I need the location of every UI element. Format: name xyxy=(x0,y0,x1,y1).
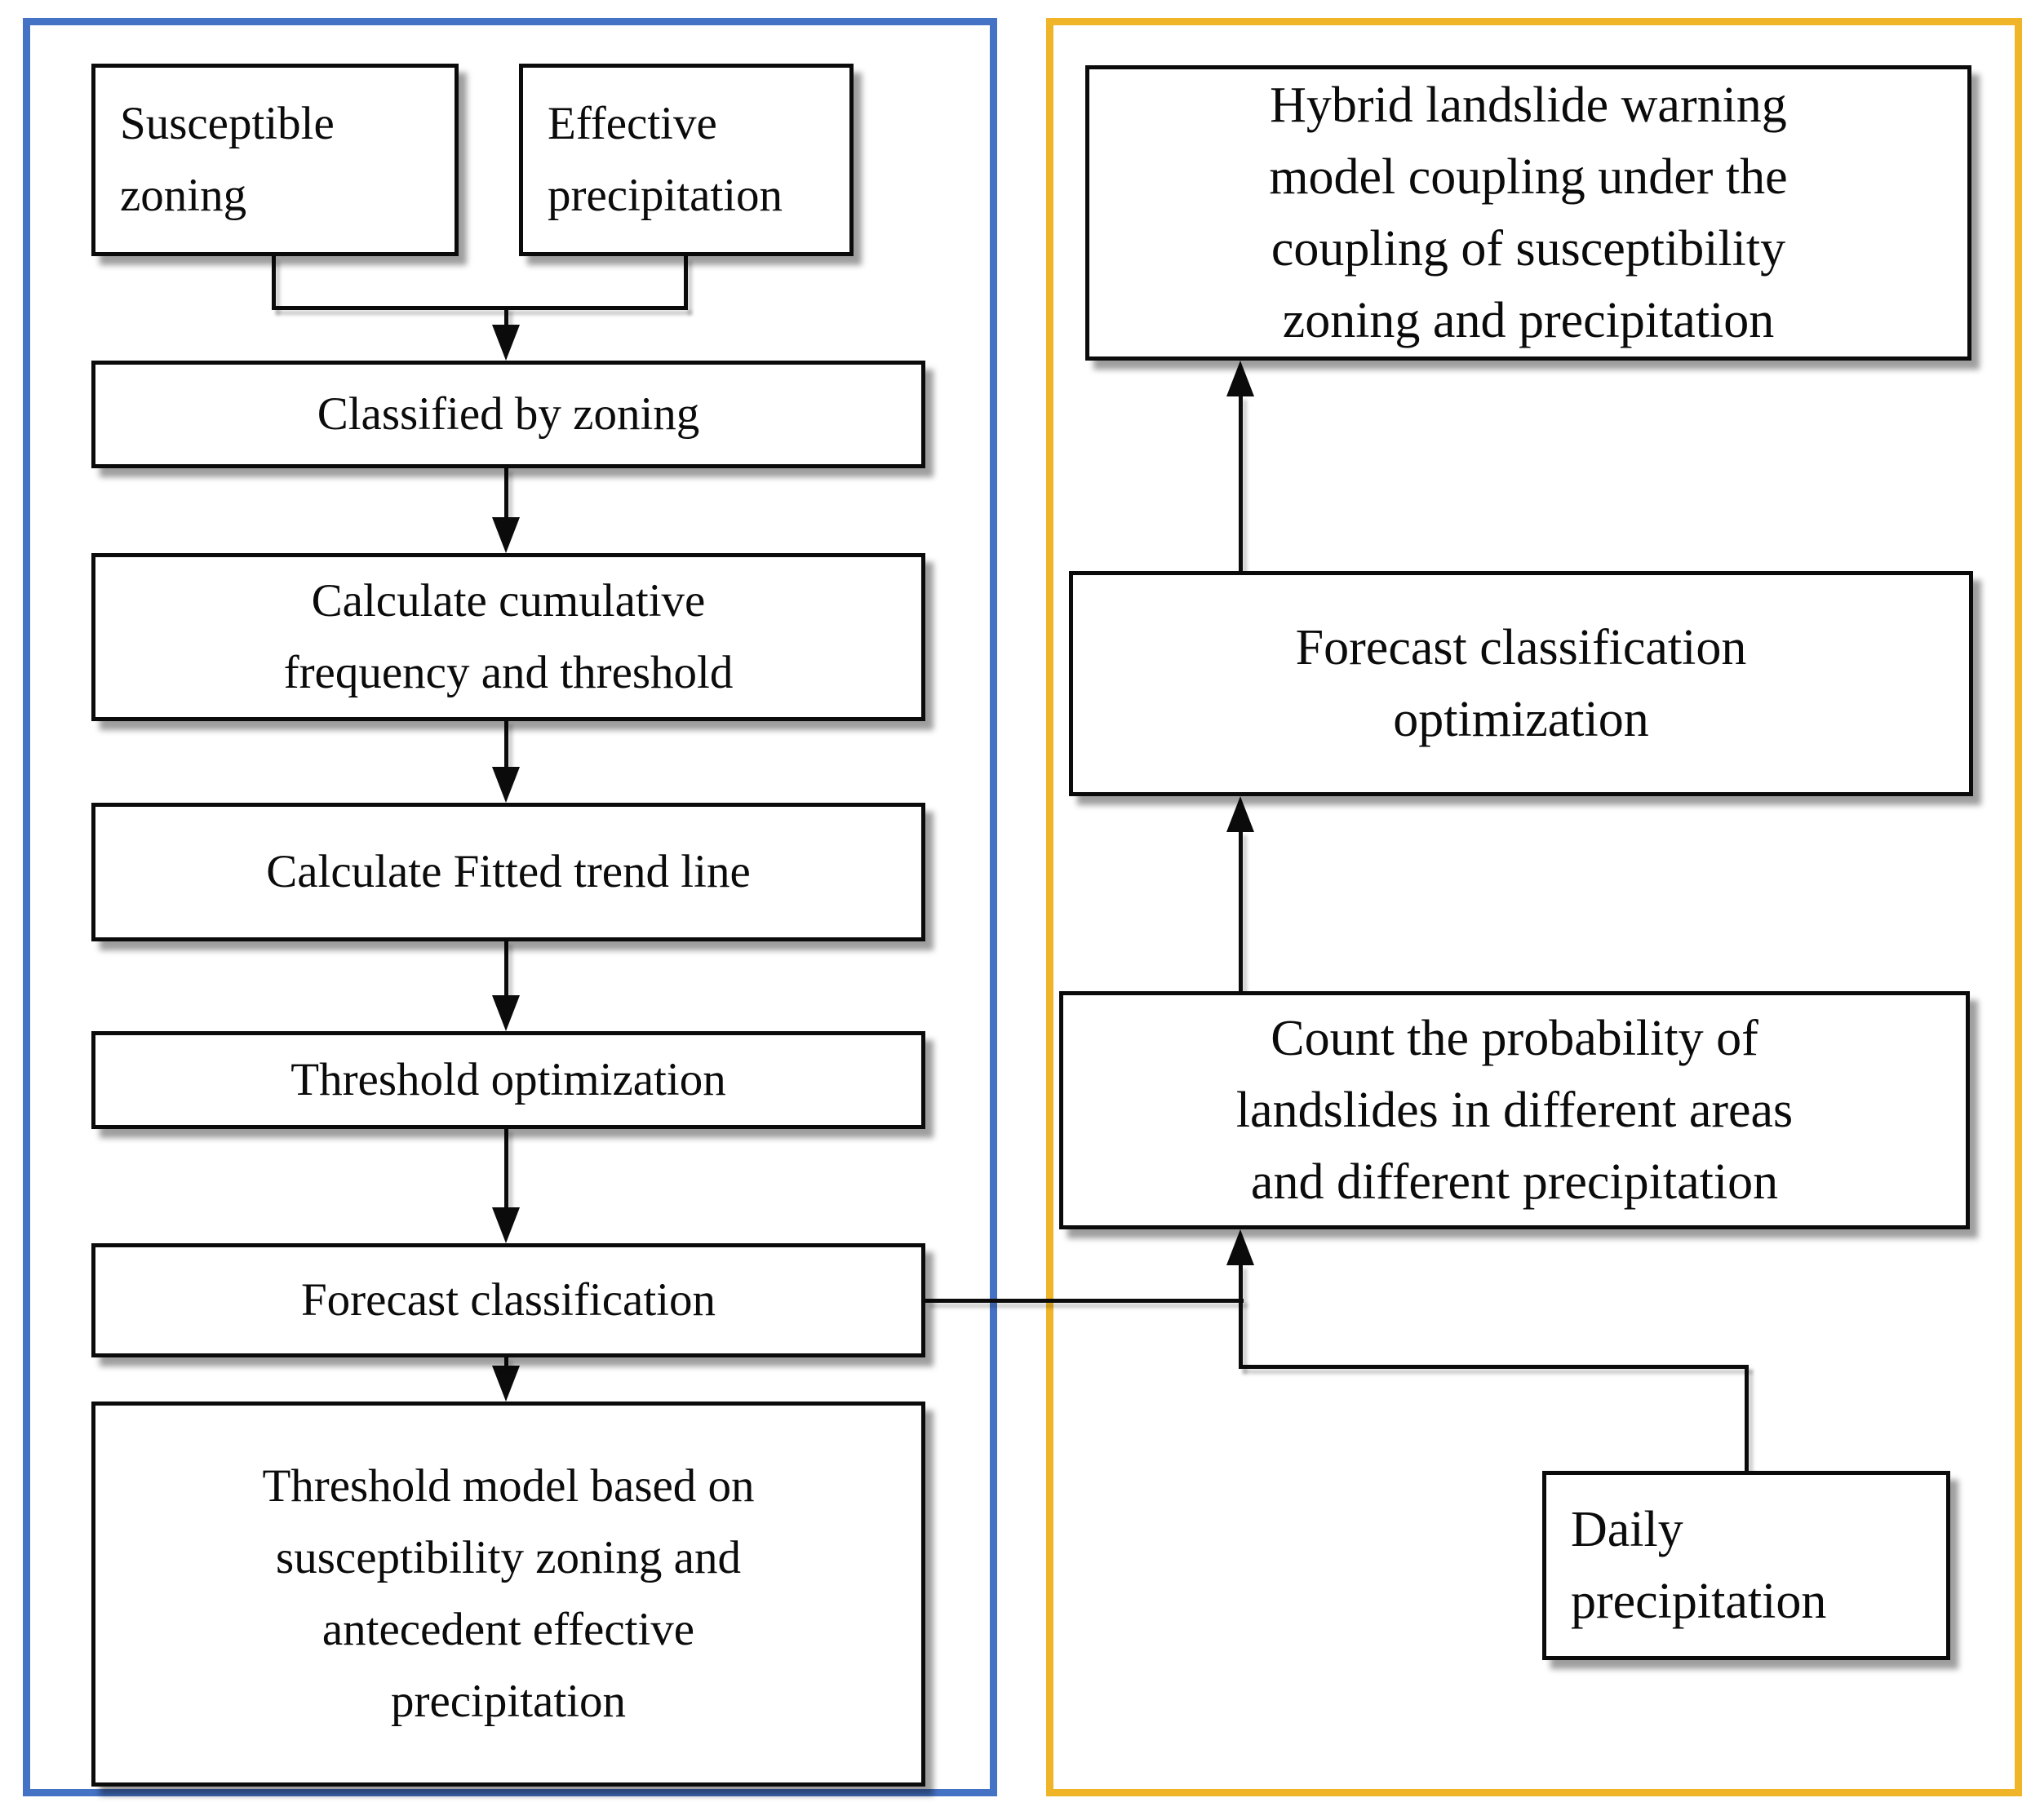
connector-optimization-to-forecast xyxy=(504,1127,508,1209)
connector-forecast-optimization-to-hybrid xyxy=(1239,395,1243,571)
connector-cumulative-to-fitted xyxy=(504,720,508,768)
connector-merge-line xyxy=(272,306,688,310)
box-threshold-optimization: Threshold optimization xyxy=(91,1031,925,1129)
connector-effective-stub xyxy=(684,256,688,310)
arrow-up-into-forecast-optimization-icon xyxy=(1226,796,1254,832)
connector-forecast-to-threshold-model xyxy=(504,1356,508,1367)
box-calculate-fitted-trend-line: Calculate Fitted trend line xyxy=(91,803,925,941)
connector-forecast-to-right-panel xyxy=(925,1299,1244,1303)
arrow-down-into-forecast-icon xyxy=(492,1207,520,1243)
box-daily-precipitation: Daily precipitation xyxy=(1542,1471,1950,1660)
box-classified-by-zoning: Classified by zoning xyxy=(91,361,925,468)
box-susceptible-zoning: Susceptible zoning xyxy=(91,64,459,256)
box-count-probability: Count the probability of landslides in d… xyxy=(1059,991,1970,1229)
box-threshold-model: Threshold model based on susceptibility … xyxy=(91,1402,925,1787)
arrow-up-into-count-icon xyxy=(1226,1229,1254,1265)
box-calculate-cumulative: Calculate cumulative frequency and thres… xyxy=(91,553,925,721)
connector-junction-to-daily-horizontal xyxy=(1239,1365,1749,1369)
arrow-down-into-classified-icon xyxy=(492,325,520,361)
right-panel-border xyxy=(1046,18,2022,1796)
connector-fitted-to-optimization xyxy=(504,940,508,997)
arrow-up-into-hybrid-icon xyxy=(1226,361,1254,396)
box-forecast-classification-optimization: Forecast classification optimization xyxy=(1069,571,1973,796)
box-forecast-classification: Forecast classification xyxy=(91,1243,925,1357)
box-hybrid-warning-model: Hybrid landslide warning model coupling … xyxy=(1085,65,1971,361)
connector-count-to-forecast-optimization xyxy=(1239,830,1243,991)
arrow-down-into-optimization-icon xyxy=(492,995,520,1031)
arrow-down-into-fitted-icon xyxy=(492,767,520,803)
arrow-down-into-threshold-model-icon xyxy=(492,1366,520,1402)
connector-daily-stub xyxy=(1745,1365,1749,1471)
box-effective-precipitation: Effective precipitation xyxy=(519,64,854,256)
connector-classified-to-cumulative xyxy=(504,467,508,520)
left-panel-border xyxy=(23,18,997,1796)
arrow-down-into-cumulative-icon xyxy=(492,517,520,553)
connector-susceptible-stub xyxy=(272,256,276,310)
connector-merge-to-classified xyxy=(504,306,508,328)
connector-junction-vertical xyxy=(1239,1264,1243,1369)
